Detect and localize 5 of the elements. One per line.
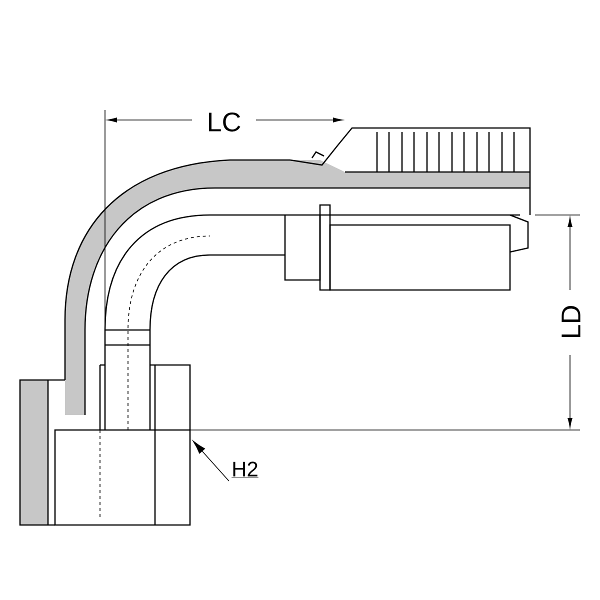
- nut-drawing: [54, 429, 191, 526]
- leader-line: [192, 440, 230, 482]
- dimension-label: LD: [562, 306, 580, 338]
- callout-label: H2: [231, 462, 259, 478]
- dimension-label: LC: [208, 112, 240, 132]
